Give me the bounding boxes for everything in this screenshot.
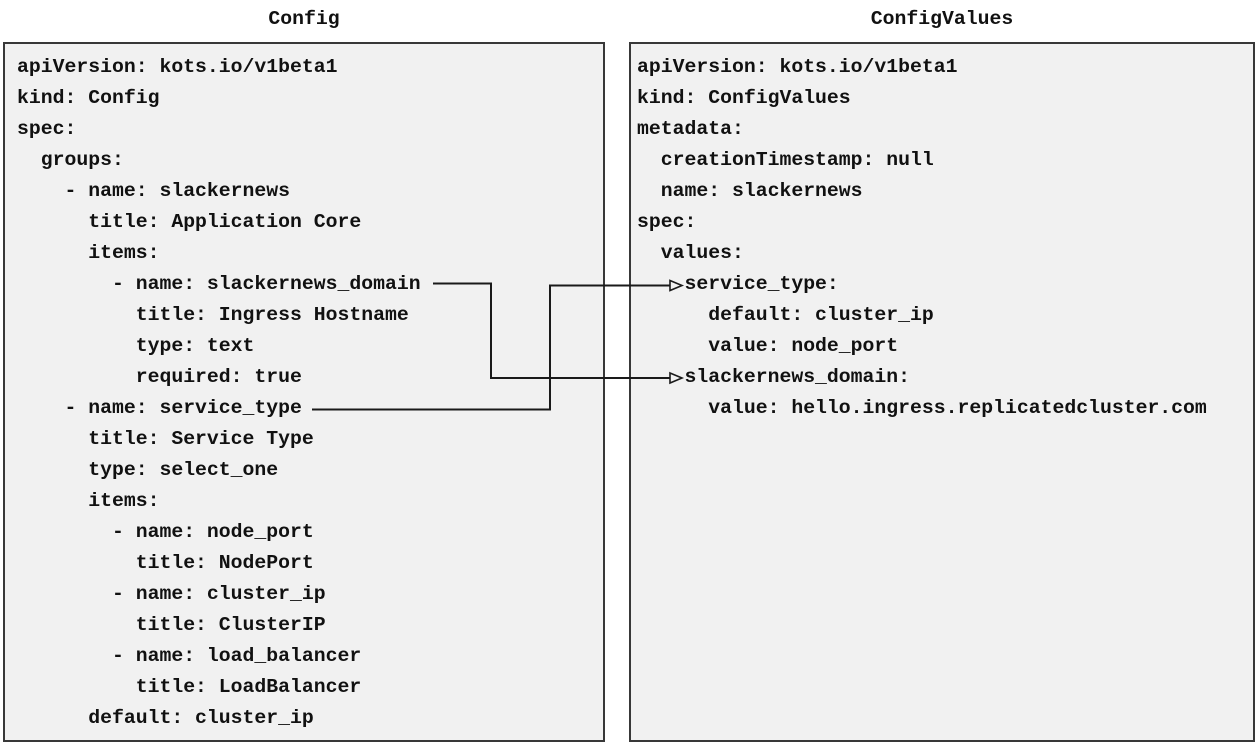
configvalues-yaml-code: apiVersion: kots.io/v1beta1 kind: Config… (637, 56, 1207, 419)
configvalues-panel-title: ConfigValues (870, 8, 1014, 30)
config-panel-title: Config (268, 8, 340, 30)
configvalues-panel: apiVersion: kots.io/v1beta1 kind: Config… (629, 42, 1255, 742)
config-panel: apiVersion: kots.io/v1beta1 kind: Config… (3, 42, 605, 742)
config-yaml-code: apiVersion: kots.io/v1beta1 kind: Config… (17, 56, 421, 729)
